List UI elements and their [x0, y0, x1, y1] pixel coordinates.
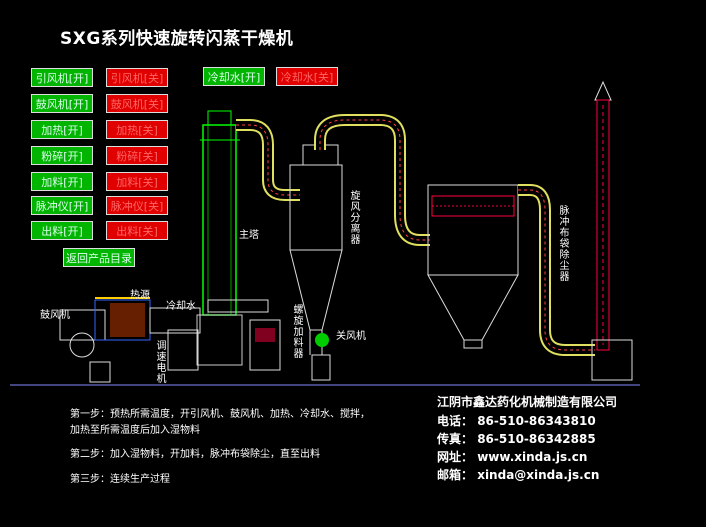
cooling-water-on-button[interactable]: 冷却水[开]	[203, 67, 265, 86]
bag-filter-label: 脉冲布袋除尘器	[557, 205, 568, 282]
cooling-water-off-button[interactable]: 冷却水[关]	[276, 67, 338, 86]
crusher-on-button[interactable]: 粉碎[开]	[31, 146, 93, 165]
pulse-off-button[interactable]: 脉冲仪[关]	[106, 196, 168, 215]
fax-value: 86-510-86342885	[477, 432, 596, 446]
screw-feeder-label: 螺旋加料器	[291, 304, 302, 359]
speed-motor	[167, 329, 199, 371]
heating-off-button[interactable]: 加热[关]	[106, 120, 168, 139]
induced-fan-off-button[interactable]: 引风机[关]	[106, 68, 168, 87]
email-row: 邮箱： xinda@xinda.js.cn	[437, 466, 599, 483]
cyclone-separator	[289, 144, 343, 381]
step-1-line-1: 第一步：预热所需温度，开引风机、鼓风机、加热、冷却水、搅拌，	[70, 409, 370, 420]
blower-off-button[interactable]: 鼓风机[关]	[106, 94, 168, 113]
back-to-catalog-button[interactable]: 返回产品目录	[63, 248, 135, 267]
step-1-line-2: 加热至所需温度后加入湿物料	[70, 425, 200, 436]
company-name: 江阴市鑫达药化机械制造有限公司	[437, 395, 618, 409]
cooling-water-label: 冷却水	[166, 301, 196, 312]
blower-on-button[interactable]: 鼓风机[开]	[31, 94, 93, 113]
induced-fan-on-button[interactable]: 引风机[开]	[31, 68, 93, 87]
pulse-on-button[interactable]: 脉冲仪[开]	[31, 196, 93, 215]
heating-on-button[interactable]: 加热[开]	[31, 120, 93, 139]
heat-source-unit	[59, 297, 201, 383]
phone-row: 电话： 86-510-86343810	[437, 412, 596, 429]
website-value[interactable]: www.xinda.js.cn	[477, 450, 588, 464]
main-tower	[196, 110, 243, 366]
bag-filter	[427, 184, 519, 349]
website-row: 网址： www.xinda.js.cn	[437, 448, 587, 465]
heat-source-label: 热源	[130, 290, 150, 301]
discharge-off-button[interactable]: 出料[关]	[106, 221, 168, 240]
crusher-off-button[interactable]: 粉碎[关]	[106, 146, 168, 165]
discharge-on-button[interactable]: 出料[开]	[31, 221, 93, 240]
phone-label: 电话：	[437, 414, 474, 428]
fax-label: 传真：	[437, 432, 474, 446]
screw-feeder	[207, 299, 281, 371]
fax-row: 传真： 86-510-86342885	[437, 430, 596, 447]
website-label: 网址：	[437, 450, 474, 464]
email-label: 邮箱：	[437, 468, 474, 482]
cyclone-label: 旋风分离器	[348, 190, 359, 245]
feeding-off-button[interactable]: 加料[关]	[106, 172, 168, 191]
phone-value: 86-510-86343810	[477, 414, 596, 428]
page-title: SXG系列快速旋转闪蒸干燥机	[60, 29, 294, 49]
email-value[interactable]: xinda@xinda.js.cn	[477, 468, 600, 482]
feeding-on-button[interactable]: 加料[开]	[31, 172, 93, 191]
exhaust-fan-icon	[315, 333, 329, 347]
main-tower-label: 主塔	[239, 230, 259, 241]
step-2: 第二步：加入湿物料，开加料，脉冲布袋除尘，直至出料	[70, 449, 320, 460]
blower-label: 鼓风机	[40, 310, 70, 321]
speed-motor-label: 调速电机	[154, 340, 165, 384]
exhaust-chimney	[591, 80, 633, 381]
exhaust-fan-label: 关风机	[336, 331, 366, 342]
step-3: 第三步：连续生产过程	[70, 474, 170, 485]
